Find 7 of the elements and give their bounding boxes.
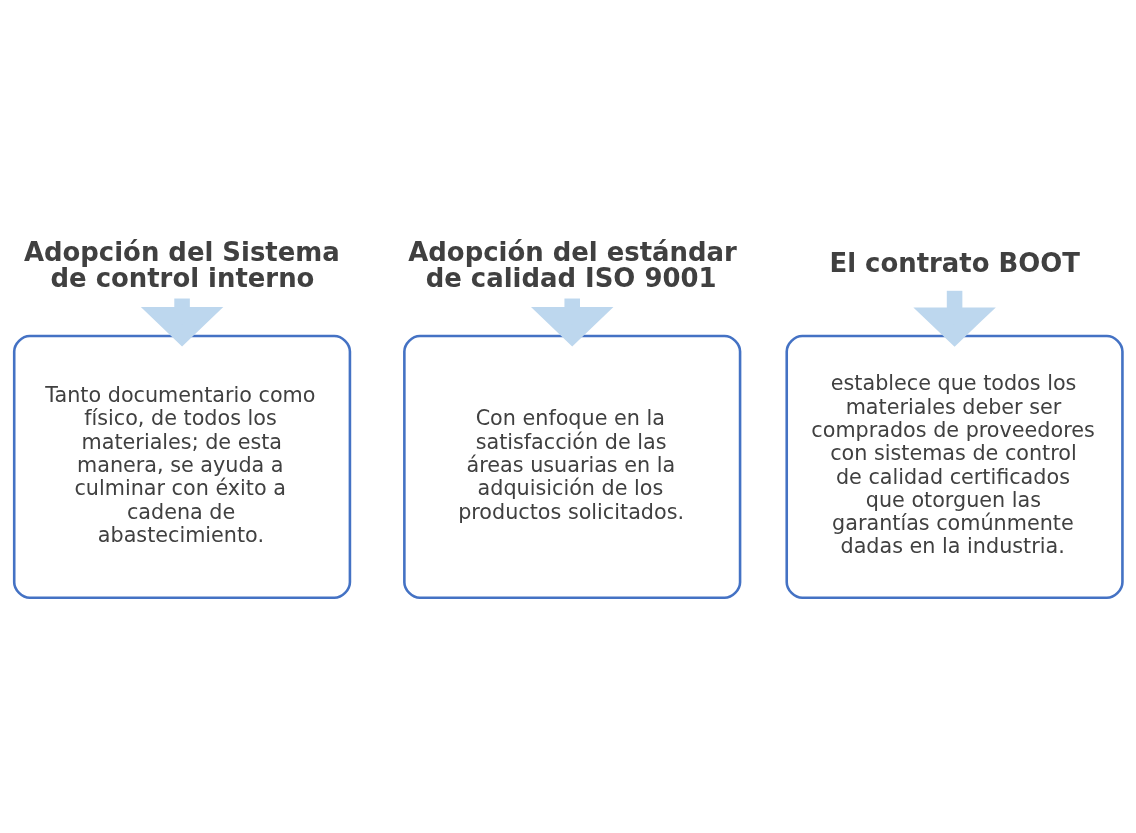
arrow [913, 290, 996, 347]
node-text: Adopción del estándar de calidad ISO 9001 [408, 236, 737, 293]
node-text: El contrato BOOT [829, 247, 1080, 278]
node-box: Tanto documentario como físico, de todos los materiales; de esta manera, se ayuda a culminar con éxito a cadena de abastecimiento. [12, 334, 352, 599]
node-box: Con enfoque en la satisfacción de las áreas usuarias en la adquisición de los productos solicitados. [403, 334, 742, 599]
node-text: Adopción del Sistema de control interno [23, 236, 340, 293]
node-box: establece que todos los materiales deber ser comprados de proveedores con sistemas de control de calidad certificados que otorguen las garantías comúnmente dadas en la industria. [785, 334, 1124, 599]
